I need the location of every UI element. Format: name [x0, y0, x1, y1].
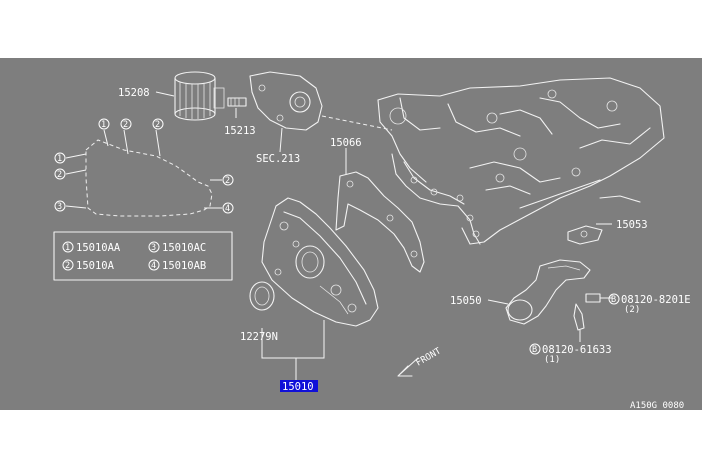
- legend-num: 4: [151, 261, 156, 271]
- gasket-marker: 1: [101, 120, 106, 130]
- legend-num: 2: [65, 261, 70, 271]
- figure-code: A150G 0080: [630, 401, 684, 410]
- legend-code: 15010AA: [76, 242, 121, 254]
- legend-num: 3: [151, 243, 156, 253]
- engine-block-drawing: [321, 77, 665, 245]
- gasket-marker: 2: [155, 120, 160, 130]
- legend-code: 15010A: [76, 260, 115, 272]
- part-label-oil-filter[interactable]: 15208: [118, 87, 150, 99]
- oil-pump-drawing: [249, 197, 379, 327]
- legend-num: 1: [65, 243, 70, 253]
- oil-strainer-drawing: [487, 259, 591, 325]
- bolt-lower-qty: (1): [544, 355, 560, 365]
- part-label-bolt-upper[interactable]: 08120-8201E: [621, 294, 691, 306]
- bolt-lower-callout: B: [532, 345, 537, 355]
- part-label-oil-pump[interactable]: 15010: [282, 381, 314, 393]
- part-label-bolt-lower[interactable]: 08120-61633: [542, 344, 612, 356]
- part-label-pump-gasket[interactable]: 15066: [330, 137, 362, 149]
- bolt-upper-drawing: [585, 293, 612, 303]
- front-direction-arrow: FRONT: [397, 346, 444, 377]
- legend-code: 15010AB: [162, 260, 206, 272]
- leader-lines: [155, 91, 347, 380]
- legend-code: 15010AC: [162, 242, 206, 254]
- part-label-front-seal[interactable]: 12279N: [240, 331, 278, 343]
- part-labels: 15208 15213 SEC.213 15066 15053 15050 12…: [118, 87, 691, 365]
- gasket-marker-group: 1 2 2 1 2 3 2 4: [54, 118, 234, 214]
- strainer-gasket-drawing: [567, 223, 612, 245]
- bolt-legend: 1 15010AA 3 15010AC 2 15010A 4 15010AB: [53, 231, 233, 281]
- gasket-marker: 2: [123, 120, 128, 130]
- fitting-drawing: [227, 97, 247, 107]
- bolt-upper-callout: B: [611, 295, 616, 305]
- gasket-marker: 2: [57, 170, 62, 180]
- bolt-lower-drawing: [573, 303, 585, 342]
- bolt-upper-qty: (2): [624, 305, 640, 315]
- parts-diagram: 1 2 2 1 2 3 2 4 1 15010AA 3 15010AC 2 15…: [0, 58, 702, 410]
- selected-part-oil-pump[interactable]: 15010: [280, 380, 318, 393]
- gasket-outline-drawing: [65, 129, 222, 217]
- part-label-fitting[interactable]: 15213: [224, 125, 256, 137]
- front-label: FRONT: [415, 346, 444, 368]
- oil-filter-drawing: [174, 71, 225, 121]
- part-label-strainer-gasket[interactable]: 15053: [616, 219, 648, 231]
- gasket-marker: 2: [225, 176, 230, 186]
- gasket-marker: 3: [57, 202, 62, 212]
- part-label-oil-strainer[interactable]: 15050: [450, 295, 482, 307]
- gasket-marker: 4: [225, 204, 230, 214]
- pump-gasket-drawing: [335, 171, 425, 273]
- selection-highlight: [280, 380, 318, 392]
- section-ref-link[interactable]: SEC.213: [256, 153, 300, 165]
- filter-bracket-drawing: [249, 71, 323, 131]
- gasket-marker: 1: [57, 154, 62, 164]
- diagram-canvas: 1 2 2 1 2 3 2 4 1 15010AA 3 15010AC 2 15…: [53, 71, 691, 410]
